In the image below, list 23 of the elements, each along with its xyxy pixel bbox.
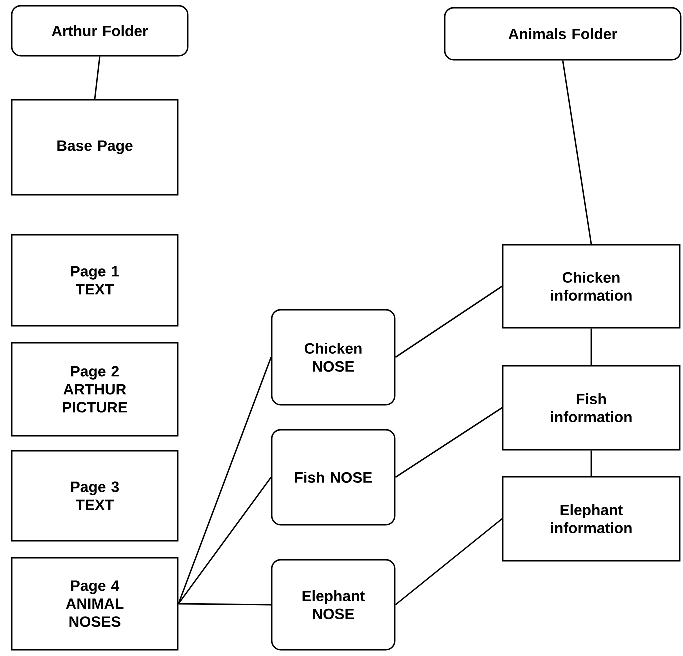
card-box: Elephant information (502, 476, 681, 562)
connector-line (178, 477, 272, 604)
card-box: Chicken information (502, 244, 681, 329)
connector-line (590, 450, 592, 476)
card-box: Base Page (11, 99, 179, 196)
connector-line (395, 286, 503, 358)
connector-line (178, 357, 272, 604)
rounded-box: Fish NOSE (271, 429, 396, 526)
connector-line (94, 56, 101, 100)
connector-line (395, 518, 503, 606)
connector-line (178, 603, 272, 606)
folder-box: Arthur Folder (11, 5, 189, 57)
card-box: Page 1 TEXT (11, 234, 179, 327)
card-box: Fish information (502, 365, 681, 451)
card-box: Page 4 ANIMAL NOSES (11, 557, 179, 651)
rounded-box: Chicken NOSE (271, 309, 396, 406)
connector-line (590, 328, 592, 366)
rounded-box: Elephant NOSE (271, 559, 396, 651)
connector-line (562, 60, 592, 244)
card-box: Page 3 TEXT (11, 450, 179, 542)
card-box: Page 2 ARTHUR PICTURE (11, 342, 179, 437)
connector-line (395, 407, 503, 478)
folder-box: Animals Folder (444, 7, 682, 61)
